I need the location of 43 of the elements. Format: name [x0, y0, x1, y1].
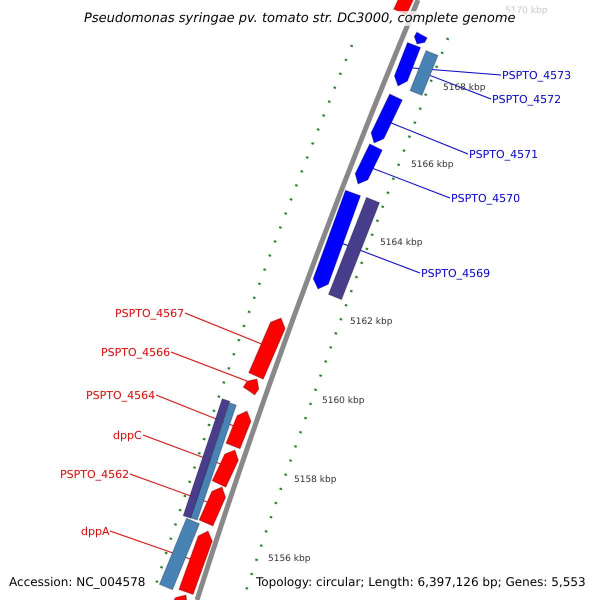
- accession-text: Accession: NC_004578: [9, 575, 146, 589]
- leader-line: [390, 122, 468, 154]
- scale-label: 5156 kbp: [268, 554, 310, 564]
- gene-bar: [158, 518, 200, 590]
- gene-block: [354, 143, 383, 185]
- title: Pseudomonas syringae pv. tomato str. DC3000, complete genome: [84, 10, 516, 26]
- scale-label: 5158 kbp: [294, 475, 336, 485]
- gene-bar: [190, 402, 237, 521]
- gene-bar: [328, 196, 380, 300]
- gene-label: PSPTO_4572: [492, 92, 562, 106]
- gene-label: PSPTO_4567: [115, 306, 184, 320]
- gene-label: dppC: [113, 428, 142, 442]
- gene-label: PSPTO_4569: [421, 266, 490, 280]
- gene-block: [225, 410, 252, 450]
- scale-label: 5166 kbp: [411, 160, 454, 170]
- gene-block: [242, 378, 260, 396]
- leader-line: [372, 168, 450, 198]
- gene-bar: [409, 50, 439, 96]
- gene-label: PSPTO_4573: [502, 68, 572, 82]
- leader-line: [430, 74, 492, 100]
- gene-block: [312, 190, 362, 290]
- gene-block: [370, 93, 403, 144]
- gene-block: [248, 317, 286, 380]
- gene-label: PSPTO_4570: [451, 192, 520, 204]
- gene-block: [178, 530, 213, 596]
- gene-label: PSPTO_4566: [101, 346, 170, 358]
- leader-line: [184, 312, 262, 344]
- scale-label: 5164 kbp: [380, 238, 422, 248]
- gene-label: PSPTO_4564: [86, 388, 156, 402]
- gene-bar: [182, 398, 230, 519]
- scale-label: 5160 kbp: [322, 396, 364, 406]
- gene-block: [414, 31, 428, 45]
- gene-label: PSPTO_4571: [469, 148, 538, 160]
- gene-block: [198, 486, 226, 527]
- gene-label: dppA: [81, 524, 110, 538]
- leader-line: [170, 352, 248, 382]
- genome-stats: Topology: circular; Length: 6,397,126 bp; Genes: 5,553: [256, 575, 586, 589]
- gene-label: PSPTO_4562: [60, 468, 130, 480]
- gene-block: [170, 594, 188, 600]
- scale-label: 5168 kbp: [443, 83, 486, 93]
- scale-label: 5162 kbp: [350, 317, 392, 327]
- gene-block: [212, 449, 239, 488]
- gene-block: [394, 42, 422, 87]
